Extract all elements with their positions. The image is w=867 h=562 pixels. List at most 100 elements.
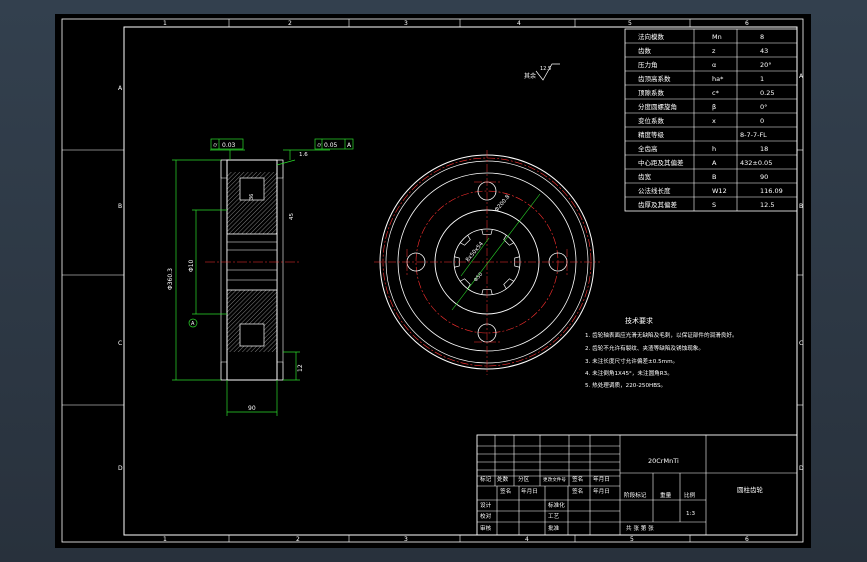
param-cell: 齿厚及其偏差 — [638, 200, 678, 209]
dim-hub: 12 — [297, 364, 304, 372]
roughness-value: 12.5 — [540, 66, 551, 72]
spline-tooth — [460, 278, 471, 289]
technical-notes: 技术要求 1. 齿轮轴表面应光滑无缺陷及毛刺，以保证部件的润滑良好。 2. 齿轮… — [585, 316, 738, 389]
datum-label: A — [191, 321, 195, 327]
row-label-right: B — [799, 203, 803, 210]
material: 20CrMnTi — [648, 457, 679, 465]
param-cell: S — [712, 201, 716, 209]
sign-label: 签名 — [500, 487, 511, 495]
dim-small: 36 — [249, 194, 255, 200]
note-item: 3. 未注长度尺寸允许偏差±0.5mm。 — [585, 357, 678, 365]
gear-section-view: ⌭ 0.03 ⌭ 0.05 A 1.6 Φ360.3 Φ10 90 12 45 … — [167, 138, 354, 416]
param-cell: β — [712, 103, 716, 111]
tolerance-frame-right: ⌭ 0.05 A — [314, 138, 354, 150]
dim-side: 45 — [289, 213, 295, 220]
param-cell: 20° — [760, 61, 772, 69]
param-cell: c* — [712, 89, 720, 97]
row-label-right: D — [799, 465, 804, 472]
param-cell: 顶隙系数 — [638, 88, 665, 97]
param-cell: 12.5 — [760, 201, 774, 209]
param-cell: Mn — [712, 33, 722, 41]
param-cell: 0 — [760, 117, 764, 125]
note-item: 4. 未注倒角1X45°，未注圆角R3。 — [585, 369, 673, 377]
hdr-cell: 处数 — [497, 475, 509, 483]
roughness-note: 其余 12.5 — [524, 63, 560, 81]
zone-ticks — [62, 19, 803, 542]
scale-label: 比例 — [684, 491, 696, 499]
param-cell: 精度等级 — [638, 130, 665, 139]
param-cell: z — [712, 47, 716, 55]
param-cell: 齿宽 — [638, 172, 652, 181]
dim-chamfer: 1.6 — [299, 152, 308, 158]
param-cell: 全齿高 — [638, 144, 658, 153]
audit-label: 审核 — [480, 524, 492, 532]
col-label-bottom: 3 — [404, 536, 408, 543]
outer-frame — [61, 18, 804, 543]
param-cell: α — [712, 61, 716, 69]
drawing-background — [55, 14, 811, 548]
weight-label: 重量 — [660, 491, 672, 499]
col-label-bottom: 5 — [630, 536, 634, 543]
tol-symbol: ⌭ — [213, 142, 218, 149]
param-cell: 公法线长度 — [638, 186, 671, 195]
part-name: 圆柱齿轮 — [737, 485, 764, 494]
tol-symbol: ⌭ — [317, 142, 322, 149]
param-cell: ha* — [712, 75, 724, 83]
param-cell: W12 — [712, 187, 727, 195]
param-cell: 变位系数 — [638, 116, 665, 125]
hdr-cell: 标记 — [480, 475, 492, 483]
title-block — [476, 434, 798, 536]
row-label-left: B — [118, 203, 122, 210]
spline-tooth — [503, 278, 514, 289]
sheets-label: 共 张 第 张 — [626, 524, 654, 532]
dim-od: Φ360.3 — [167, 268, 174, 290]
param-cell: 43 — [760, 47, 768, 55]
col-label-bottom: 1 — [163, 536, 167, 543]
hdr-cell: 签名 — [572, 475, 583, 483]
stage-label: 阶段标记 — [624, 491, 647, 499]
param-cell: 1 — [760, 75, 764, 83]
check-label: 校对 — [480, 512, 492, 520]
param-cell: 116.09 — [760, 187, 783, 195]
param-cell: 18 — [760, 145, 768, 153]
notes-title: 技术要求 — [625, 316, 653, 325]
param-cell: A — [712, 159, 717, 167]
tol-ref: A — [347, 142, 352, 149]
col-label-top: 3 — [404, 20, 408, 27]
row-label-left: A — [118, 85, 123, 92]
param-cell: x — [712, 117, 716, 125]
param-cell: 0° — [760, 103, 767, 111]
roughness-symbol — [535, 63, 560, 81]
dim-bore: Φ10 — [188, 259, 195, 272]
col-label-top: 5 — [628, 20, 632, 27]
param-cell: 0.25 — [760, 89, 774, 97]
title-block-text: 20CrMnTi 圆柱齿轮 阶段标记 重量 比例 1:3 共 张 第 张 标记 … — [480, 457, 764, 532]
date-label: 年月日 — [593, 487, 610, 495]
row-label-right: C — [799, 340, 803, 347]
param-cell: 法向模数 — [638, 32, 665, 41]
sign-label: 签名 — [572, 487, 583, 495]
zone-labels: 1 2 3 4 5 6 1 2 3 4 5 6 A B C D A B C D — [118, 20, 804, 543]
param-cell: 8 — [760, 33, 764, 41]
param-cell: 压力角 — [638, 60, 658, 69]
col-label-bottom: 6 — [745, 536, 749, 543]
param-cell: 齿顶高系数 — [638, 74, 671, 83]
dim-inner: Φ50 — [473, 272, 484, 284]
col-label-bottom: 2 — [296, 536, 300, 543]
roughness-label: 其余 — [524, 72, 536, 80]
std-label: 标准化 — [548, 501, 565, 509]
design-label: 设计 — [480, 501, 492, 509]
param-cell: 中心距及其偏差 — [638, 158, 684, 167]
process-label: 工艺 — [548, 513, 560, 520]
scale-value: 1:3 — [686, 511, 695, 517]
spline-tooth — [503, 235, 514, 246]
spline-tooth — [481, 289, 493, 295]
note-item: 5. 热处理调质，220-250HBS。 — [585, 381, 666, 389]
param-cell: h — [712, 145, 716, 153]
inner-frame — [123, 26, 798, 536]
hdr-cell: 更改文件号 — [543, 476, 566, 483]
tol-value-left: 0.03 — [222, 142, 236, 149]
